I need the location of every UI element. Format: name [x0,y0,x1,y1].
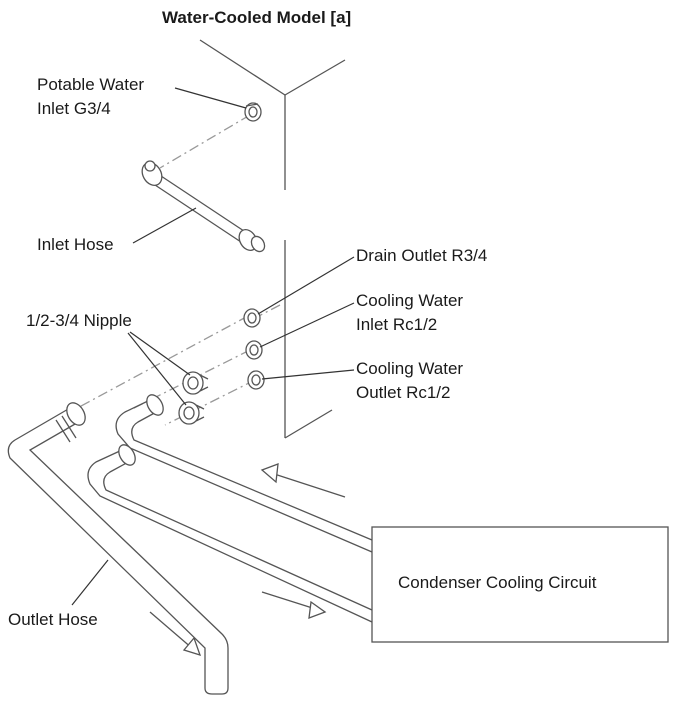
potable-water-label-line2: Inlet G3/4 [37,99,111,118]
flow-arrow-return [260,463,346,498]
cooling-water-outlet-port [247,370,265,390]
cooling-water-inlet-label-line2: Inlet Rc1/2 [356,315,438,334]
condenser-cooling-circuit-label: Condenser Cooling Circuit [398,573,597,592]
flow-arrow-drain [149,611,202,657]
outlet-hose-label: Outlet Hose [8,610,98,629]
diagram-title: Water-Cooled Model [a] [162,8,352,27]
cooling-water-outlet-label-line2: Outlet Rc1/2 [356,383,451,402]
flow-arrow-supply [261,591,327,619]
nipple-lower [178,401,205,425]
drain-outlet-port [243,308,261,328]
potable-water-inlet-fitting [244,102,262,122]
outlet-hose [7,402,229,695]
leader-lines [71,87,355,606]
cooling-water-inlet-label-line1: Cooling Water [356,291,464,310]
cooling-water-inlet-port [245,340,263,360]
cooling-inlet-pipe [115,394,373,553]
inlet-hose [141,160,266,253]
cooling-outlet-pipe [87,444,373,623]
drain-outlet-label: Drain Outlet R3/4 [356,246,488,265]
potable-water-label-line1: Potable Water [37,75,145,94]
nipple-upper [182,371,209,395]
cooling-water-outlet-label-line1: Cooling Water [356,359,464,378]
nipple-label: 1/2-3/4 Nipple [26,311,132,330]
inlet-hose-label: Inlet Hose [37,235,114,254]
condenser-cooling-circuit-box [371,526,669,643]
machine-cabinet [199,39,346,439]
